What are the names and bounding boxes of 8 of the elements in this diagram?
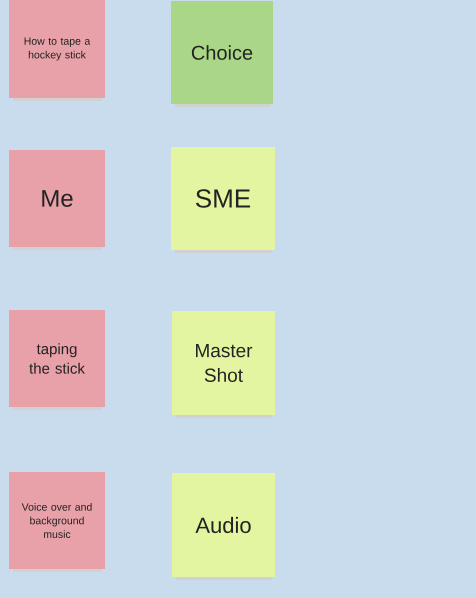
sticky-note: Voice over and background music bbox=[9, 472, 105, 572]
sticky-note: How to tape a hockey stick bbox=[9, 0, 105, 101]
sticky-note: Me bbox=[9, 150, 105, 250]
sticky-note: SME bbox=[171, 147, 275, 253]
sticky-note: Choice bbox=[171, 1, 273, 107]
sticky-note: Audio bbox=[172, 473, 275, 580]
sticky-note: Master Shot bbox=[172, 311, 275, 418]
sticky-note: taping the stick bbox=[9, 310, 105, 410]
